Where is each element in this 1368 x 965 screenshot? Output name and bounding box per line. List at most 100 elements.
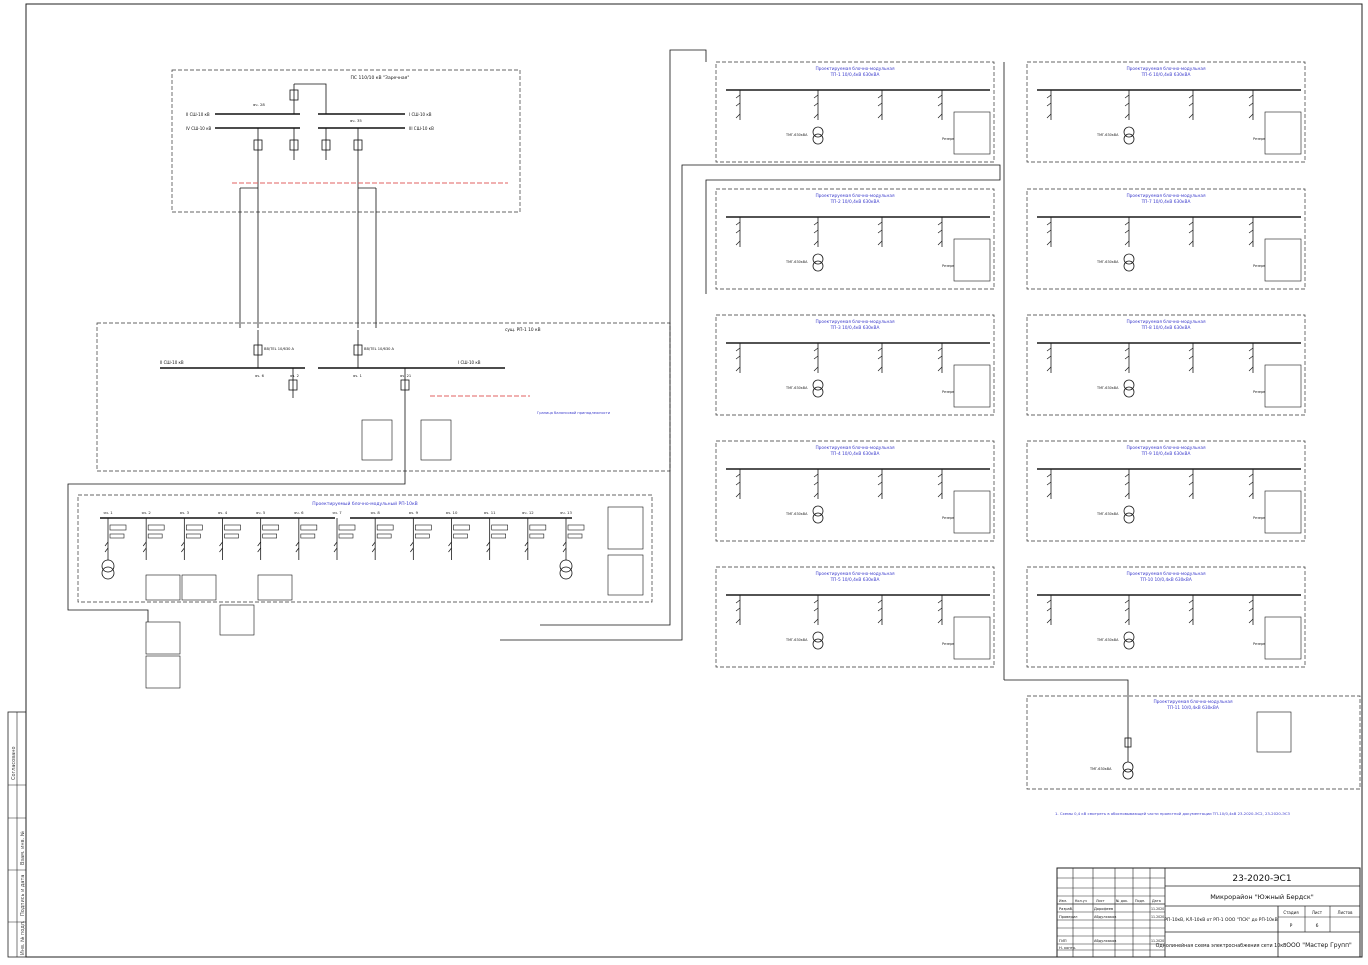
tp-transformer-label: ТМГ-630кВА: [785, 512, 808, 516]
rp-cell-device: [224, 533, 239, 539]
tp-reserve-label: Резерв: [1253, 264, 1265, 268]
hdr-podp: Подп.: [1135, 899, 1145, 903]
tp-calc-box: [953, 238, 991, 282]
tp-transformer-label: ТМГ-630кВА: [1096, 638, 1119, 642]
rp-cell-device: [567, 524, 585, 531]
tp-transformer-winding: [812, 260, 824, 272]
rp-cell-device: [338, 524, 356, 531]
hdr-data: Дата: [1152, 899, 1161, 903]
tp-transformer-winding: [1123, 126, 1135, 138]
tp-switch: [813, 473, 819, 498]
sheet-value: 6: [1316, 923, 1319, 929]
tp-switch: [937, 599, 943, 624]
tp-title: ТП-4 10/0,4кВ 630кВА: [830, 451, 880, 457]
new-rp-title: Проектируемый блочно-модульный РП-10кВ: [312, 500, 418, 507]
sheet-label: Лист: [1312, 910, 1323, 915]
tp-calc-box: [1264, 616, 1302, 660]
rp-cell-switch: [257, 541, 261, 553]
tp-transformer-winding: [812, 631, 824, 643]
tp-title: ТП-7 10/0,4кВ 630кВА: [1141, 199, 1191, 205]
sheets-label: Листов: [1338, 910, 1354, 915]
tp-switch: [1188, 347, 1194, 372]
tp-switch: [735, 347, 741, 372]
rp-cell-device: [376, 524, 394, 531]
tp-reserve-label: Резерв: [1253, 642, 1265, 646]
stage-label: Стадия: [1283, 910, 1299, 915]
rp-cell-label: яч. 9: [409, 510, 419, 515]
tp-11-block: Проектируемая блочно-модульная ТП-11 10/…: [1026, 695, 1361, 790]
hdr-ndok: № док.: [1116, 899, 1128, 903]
hdr-izm: Изм.: [1059, 899, 1067, 903]
tp-title-prefix: Проектируемая блочно-модульная: [1126, 571, 1206, 577]
tp-switch: [937, 473, 943, 498]
tp-switch: [1248, 347, 1254, 372]
feeder-to-tp-column-1: [500, 164, 1001, 641]
rp-cell-switch: [295, 541, 300, 553]
rp-cell-label: яч. 3: [180, 510, 190, 515]
tp-switch: [877, 599, 883, 624]
tp-transformer-winding: [1123, 386, 1135, 398]
rp-cell-label: яч. 4: [218, 510, 228, 515]
tp-switch: [937, 94, 943, 119]
tp-title: ТП-9 10/0,4кВ 630кВА: [1141, 451, 1191, 457]
tp-calc-box: [1264, 111, 1302, 155]
tp-title-prefix: Проектируемая блочно-модульная: [815, 571, 895, 577]
rp-cell-switch: [104, 541, 109, 553]
tp-switch: [1124, 347, 1130, 372]
rp-cell-label: яч. 6: [294, 510, 304, 515]
tp-switch: [735, 473, 741, 498]
rp-cell-label: яч. 13: [560, 510, 572, 515]
tp-reserve-label: Резерв: [942, 642, 954, 646]
rp-cell-device: [453, 524, 470, 531]
rp-title: сущ. РП-1 10 кВ: [505, 327, 541, 333]
tp-switch: [1046, 473, 1052, 498]
rp-cell-device: [186, 524, 203, 531]
tp-switch: [1248, 221, 1254, 246]
tp-title-prefix: Проектируемая блочно-модульная: [815, 66, 895, 72]
rp-cell-21: яч. 21: [400, 374, 411, 378]
object-name: РП-10кВ, КЛ-10кВ от РП-1 ООО "ПСК" до РП…: [1164, 917, 1277, 923]
nkontr-label: Н. контр.: [1059, 946, 1076, 950]
tp-block-frame: [715, 566, 995, 668]
prov-name: Абдулхаков: [1094, 915, 1116, 919]
tp-block-frame: [1026, 188, 1306, 290]
tp-transformer-winding: [1123, 505, 1135, 517]
tp-calc-box: [953, 616, 991, 660]
tp-calc-box: [1264, 364, 1302, 408]
tp-block-frame: [715, 188, 995, 290]
side-label-inventory: Инв. № подл.: [20, 920, 26, 955]
rp-cell-label: яч. 11: [484, 510, 496, 515]
rp-bus-left-label: II СШ-10 кВ: [160, 360, 184, 365]
company-name: ООО "Мастер Групп": [1286, 942, 1352, 949]
side-label-agreed: Согласовано: [11, 746, 17, 780]
title-block-text: 23-2020-ЭС1 Микрорайон "Южный Бердск" РП…: [1059, 874, 1353, 950]
tp-title: ТП-2 10/0,4кВ 630кВА: [830, 199, 880, 205]
tp-calc-box: [1264, 490, 1302, 534]
feeder-to-tp-column-left: [540, 49, 707, 626]
stage-value: Р: [1290, 923, 1293, 929]
tp-switch: [1124, 221, 1130, 246]
rp-cell-device: [300, 524, 318, 531]
tp-transformer-winding: [812, 505, 824, 517]
razrab-date: 11.2020: [1151, 907, 1164, 911]
tp-title: ТП-3 10/0,4кВ 630кВА: [830, 325, 880, 331]
tp-title: ТП-10 10/0,4кВ 630кВА: [1139, 577, 1192, 583]
cell-28-label: яч. 28: [253, 102, 265, 107]
drawing-note: 1. Схемы 0,4 кВ смотреть в обосновывающе…: [1055, 811, 1290, 816]
tp-block-frame: [715, 61, 995, 163]
new-rp-10kv: Проектируемый блочно-модульный РП-10кВ я…: [77, 494, 653, 603]
tp-switch: [1046, 94, 1052, 119]
tp-transformer-winding: [1123, 512, 1135, 524]
rp-cell-switch: [524, 541, 529, 553]
tp-block-frame: [1026, 440, 1306, 542]
tp-title-prefix: Проектируемая блочно-модульная: [1126, 319, 1206, 325]
rp-cell-switch: [562, 541, 567, 553]
rp-cell-switch: [486, 541, 490, 553]
